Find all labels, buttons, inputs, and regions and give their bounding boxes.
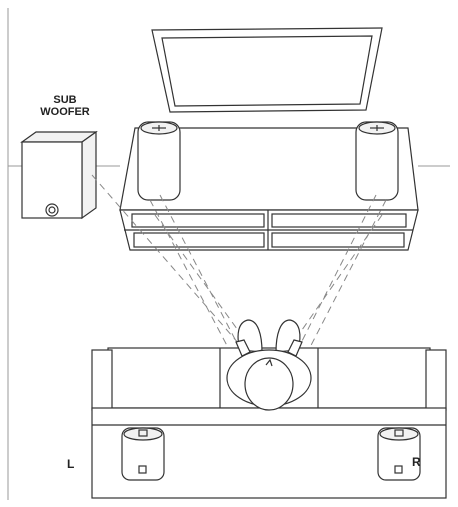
subwoofer-label-line1: SUB (53, 94, 77, 106)
sofa-arm-left (91, 349, 113, 411)
tv (151, 27, 383, 113)
rear-right-speaker-top (379, 427, 419, 441)
listener-hand-left (235, 339, 251, 357)
rear-right-speaker (377, 427, 421, 481)
stand-drawer-4 (271, 232, 405, 248)
path-stand-b (294, 214, 383, 341)
stand-drawer-2 (271, 213, 407, 228)
rear-left-speaker (121, 427, 165, 481)
front-left-speaker (137, 121, 181, 201)
rear-left-speaker-logo (138, 465, 147, 474)
listener-hand-right (287, 339, 303, 357)
listener-head (244, 357, 294, 411)
sofa-arm-right (425, 349, 447, 411)
rear-left-speaker-port (138, 429, 148, 437)
subwoofer-label: SUB WOOFER (30, 94, 100, 118)
listener (226, 319, 312, 411)
subwoofer-port-inner (48, 206, 56, 214)
rear-left-speaker-top (123, 427, 163, 441)
subwoofer (20, 130, 98, 220)
subwoofer-label-line2: WOOFER (40, 106, 90, 118)
subwoofer-side (81, 130, 97, 220)
path-stand-a (154, 214, 246, 341)
rear-left-label: L (67, 457, 75, 471)
front-right-speaker (355, 121, 399, 201)
path-fr-b (305, 199, 387, 356)
rear-right-speaker-logo (394, 465, 403, 474)
path-fl-b (149, 199, 233, 356)
path-sub (91, 174, 241, 346)
tv-screen (161, 35, 373, 107)
path-fr-a (299, 194, 377, 346)
listener-nose (265, 358, 273, 367)
rear-right-speaker-port (394, 429, 404, 437)
path-fl-a (159, 194, 239, 346)
stand-drawer-3 (133, 232, 265, 248)
rear-right-label: R (412, 455, 421, 469)
tv-stand (119, 127, 419, 251)
